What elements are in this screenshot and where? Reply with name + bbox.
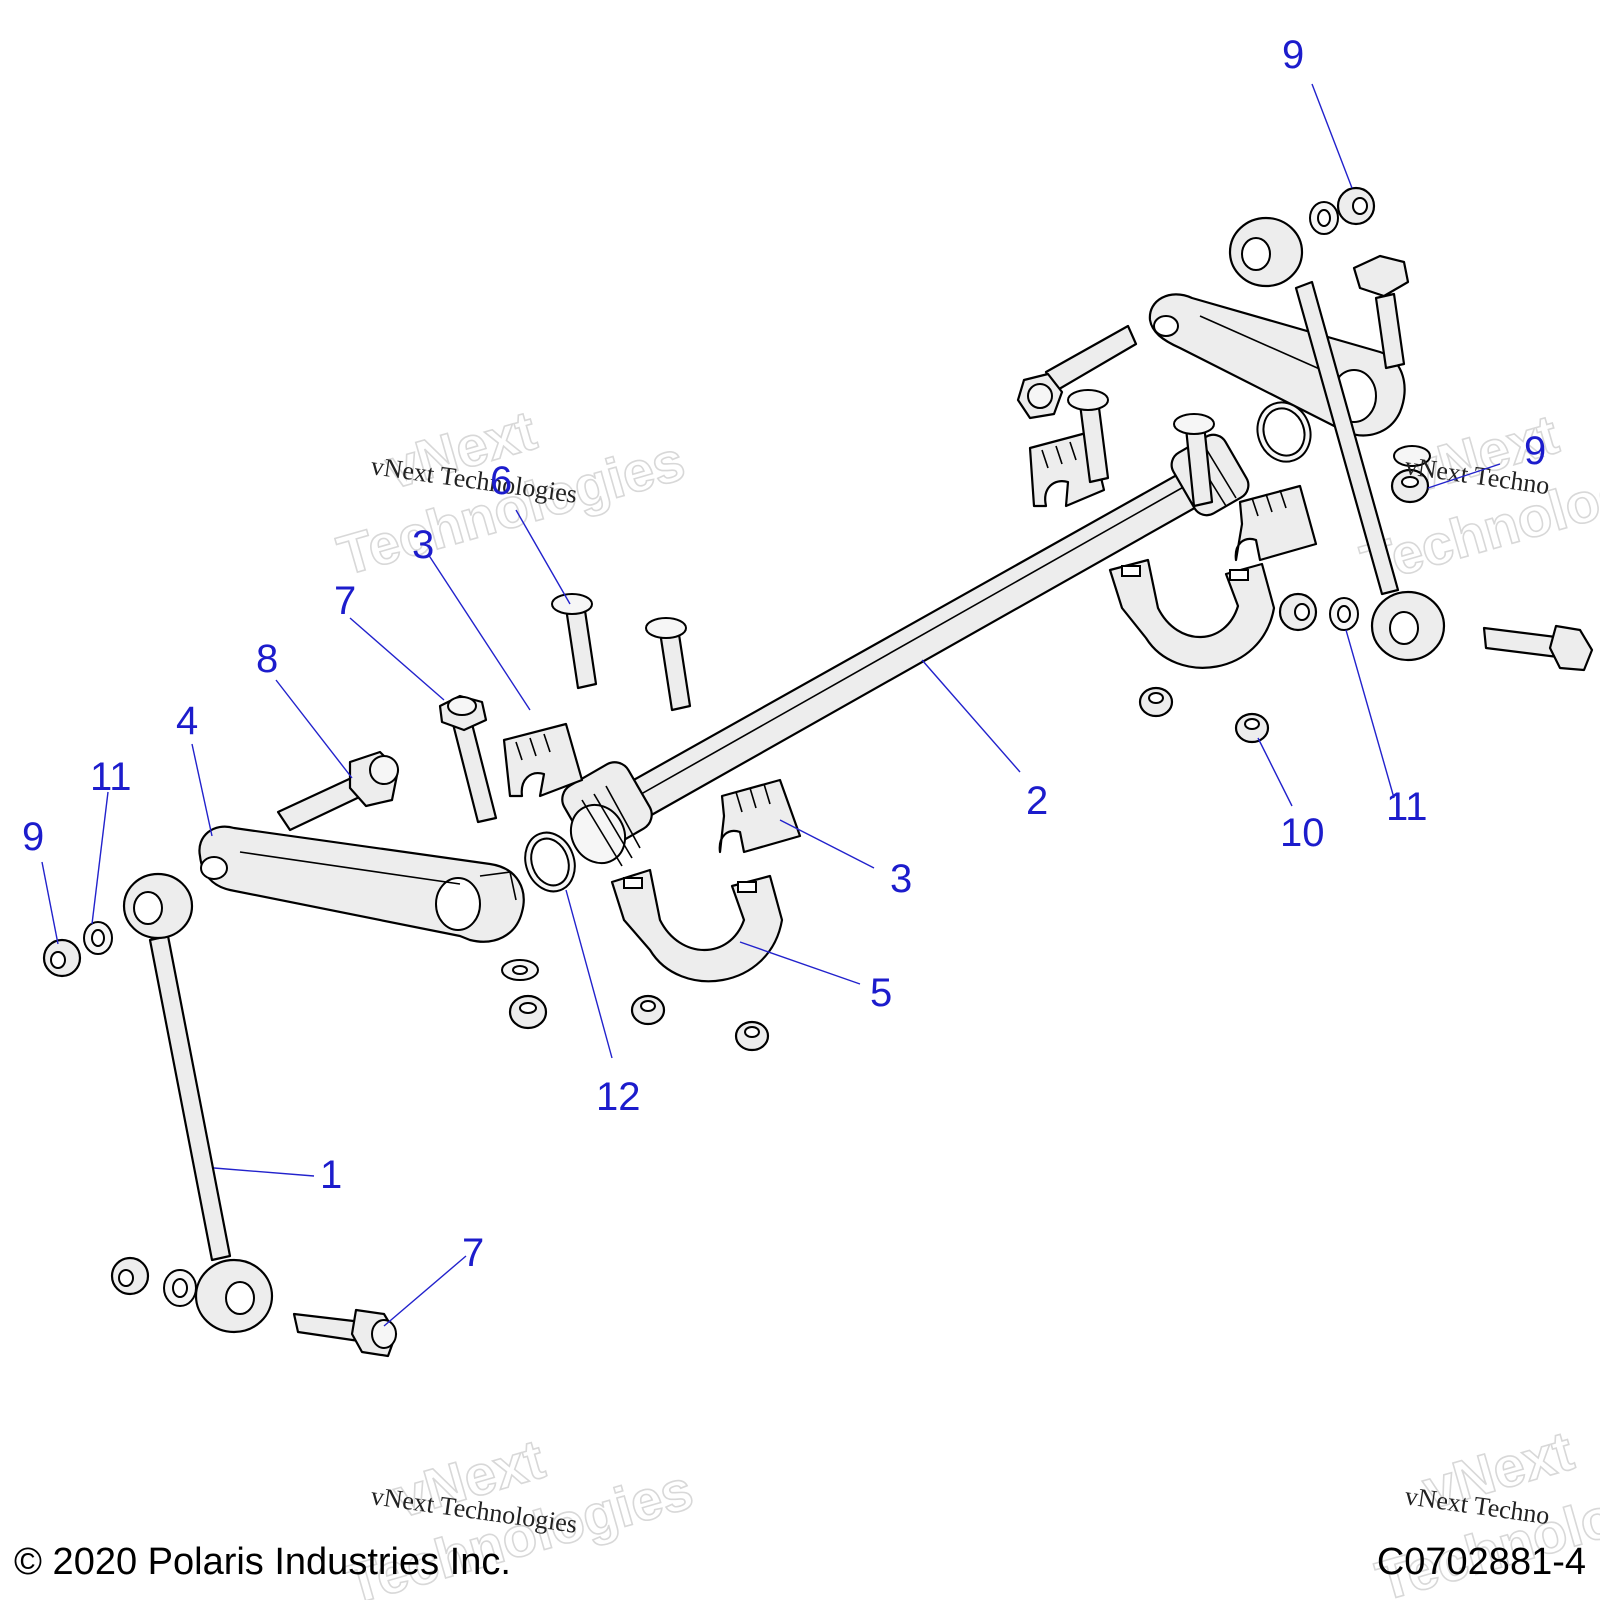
part-stabilizer-bar: [561, 433, 1250, 867]
callout-11-left: 11: [90, 755, 132, 799]
part-arm-left: [198, 825, 525, 943]
callout-12: 12: [596, 1075, 641, 1119]
figure-id-text: C0702881-4: [1377, 1541, 1586, 1583]
leader-lines: [41, 83, 1501, 1327]
callout-2: 2: [1026, 779, 1048, 823]
callout-11-right: 11: [1386, 785, 1428, 829]
callout-10: 10: [1280, 811, 1325, 855]
callout-3-upper: 3: [412, 523, 434, 567]
part-nuts-washers: [42, 186, 1431, 1307]
part-bushing-right-lower: [1234, 484, 1318, 562]
part-bolt-right-lower: [1482, 624, 1594, 672]
callout-9-top: 9: [1282, 33, 1304, 77]
part-link-left: [122, 872, 274, 1334]
part-bushing-left-upper: [502, 722, 584, 798]
callouts: 1 2 3 3 4 5 6 7 7 8 9 9 9 10 11 11 12: [22, 33, 1546, 1275]
part-link-right: [1228, 216, 1446, 662]
callout-6: 6: [490, 459, 512, 503]
copyright-text: © 2020 Polaris Industries Inc.: [14, 1541, 511, 1583]
callout-4: 4: [176, 699, 198, 743]
part-clamp-left: [610, 868, 784, 983]
part-clamp-right: [1108, 558, 1276, 669]
part-bolt-8: [276, 750, 400, 832]
callout-1: 1: [320, 1153, 342, 1197]
part-oring-right: [1256, 401, 1312, 463]
part-bolt-right-vertical: [1352, 254, 1410, 370]
part-oring-left: [524, 831, 576, 893]
part-bushing-left-lower: [718, 778, 802, 854]
callout-3-lower: 3: [890, 857, 912, 901]
part-bolt-7-upper: [438, 694, 498, 824]
callout-7-lower: 7: [462, 1231, 484, 1275]
part-pins-right: [1067, 389, 1215, 508]
callout-9-left: 9: [22, 815, 44, 859]
callout-5: 5: [870, 971, 892, 1015]
part-pins-left: [551, 593, 692, 712]
callout-7-upper: 7: [334, 579, 356, 623]
part-bolt-right-upper: [1016, 324, 1138, 420]
callout-8: 8: [256, 637, 278, 681]
callout-9-right: 9: [1524, 429, 1546, 473]
part-bolt-7-lower: [292, 1308, 398, 1358]
